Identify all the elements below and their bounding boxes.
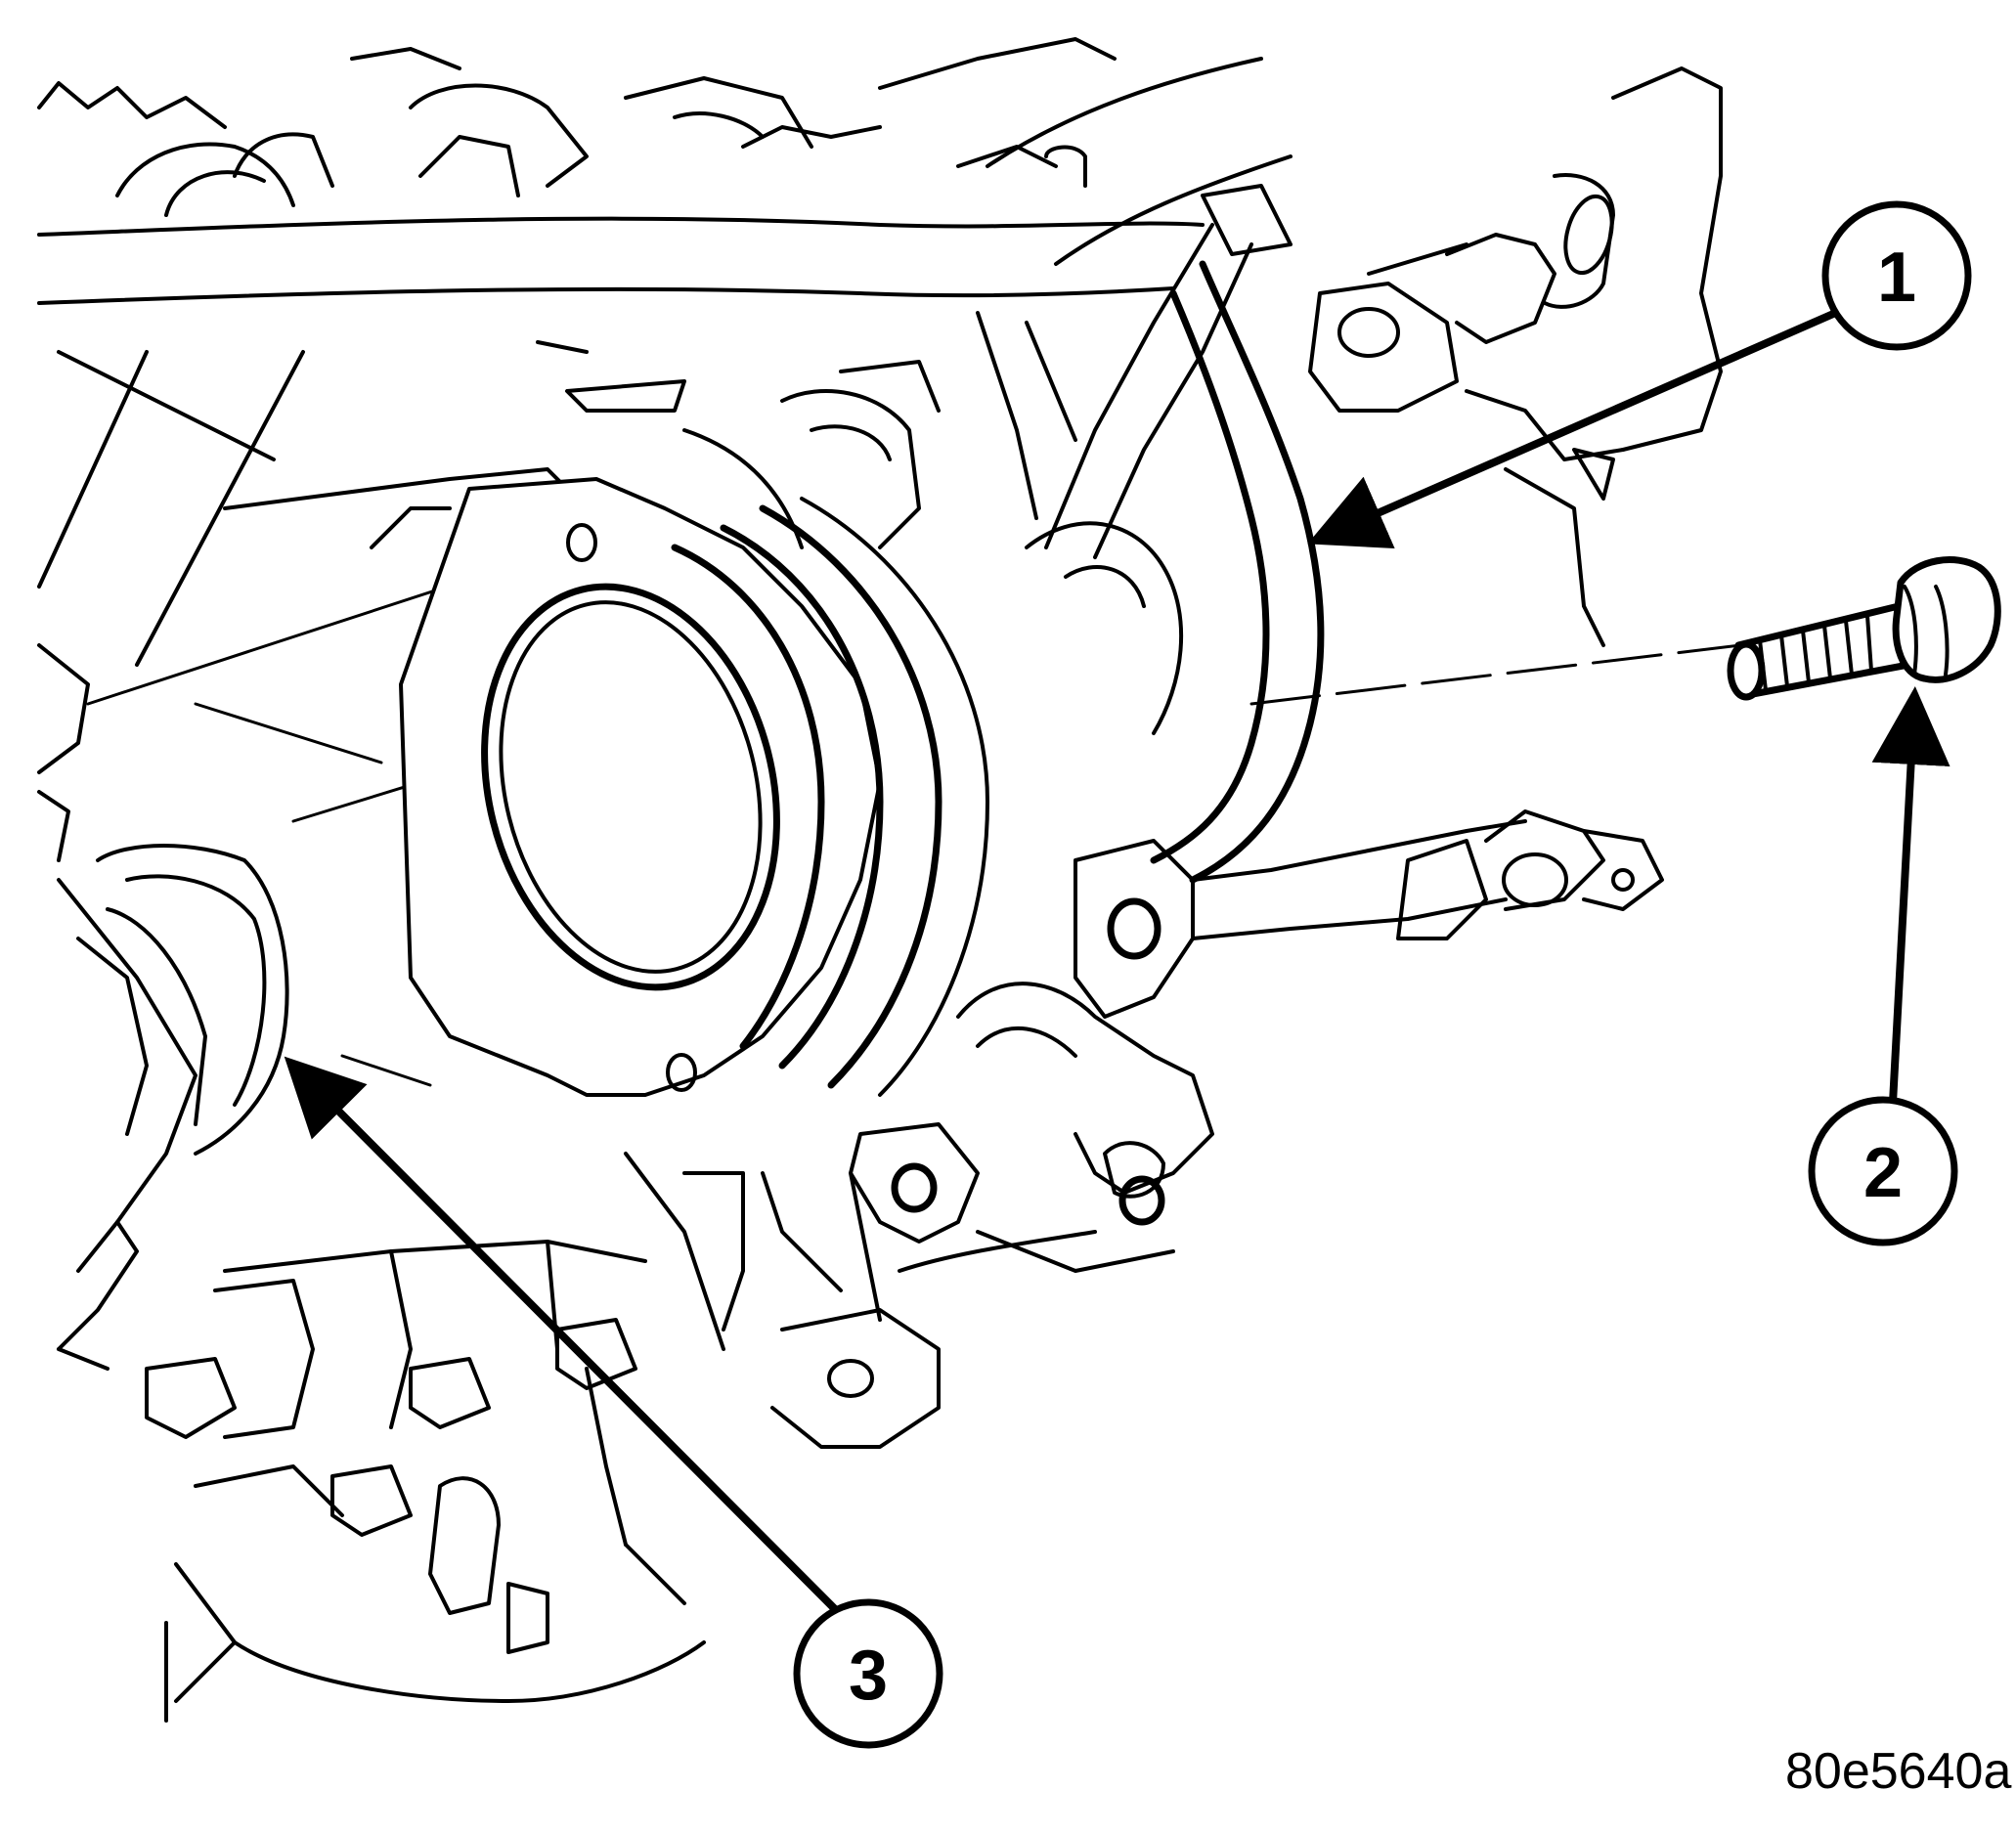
bolt-item-2 <box>1727 556 2001 701</box>
leader-3 <box>284 1056 841 1615</box>
callout-3: 3 <box>793 1598 943 1749</box>
engine-block-linework <box>37 37 1742 1723</box>
leader-1 <box>1307 307 1844 548</box>
callout-1: 1 <box>1821 200 1972 351</box>
figure-id-label: 80e5640a <box>1785 1743 2012 1800</box>
callout-2: 2 <box>1808 1096 1958 1246</box>
callout-3-label: 3 <box>849 1637 888 1715</box>
callout-2-label: 2 <box>1863 1134 1903 1212</box>
callout-leaders <box>284 307 1950 1615</box>
callout-1-label: 1 <box>1877 239 1916 317</box>
leader-2 <box>1871 686 1950 1107</box>
